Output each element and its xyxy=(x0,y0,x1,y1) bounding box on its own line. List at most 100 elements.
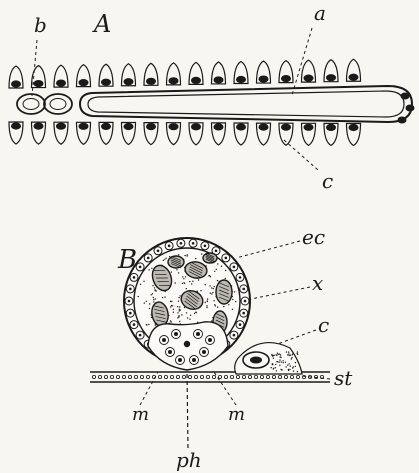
ectoderm-nucleus xyxy=(244,300,247,303)
substrate-cell xyxy=(266,375,269,378)
panel-a: A b a c xyxy=(9,1,415,193)
tube-cell-bottom xyxy=(257,123,271,145)
tube-cell-bottom-nucleus xyxy=(79,123,89,130)
substrate-cell xyxy=(248,375,251,378)
substrate-cell xyxy=(158,375,161,378)
tube-cell-bottom xyxy=(9,122,23,144)
tube-tip-nucleus xyxy=(406,105,415,112)
stipple-dot xyxy=(138,296,139,297)
stipple-dot xyxy=(234,291,235,292)
stipple-dot xyxy=(171,321,172,322)
label-x: x xyxy=(312,271,323,295)
ectoderm-nucleus xyxy=(129,288,132,291)
mound-stipple-dot xyxy=(292,353,293,354)
mound-stipple-dot xyxy=(271,354,272,355)
stipple-dot xyxy=(228,304,229,305)
tube-cell-bottom-nucleus xyxy=(101,123,111,130)
pharynx-nucleus xyxy=(178,358,182,362)
substrate-cell xyxy=(218,375,221,378)
mound-stipple-dot xyxy=(285,362,286,363)
oval-cell-b2 xyxy=(44,94,72,114)
mound-stipple-dot xyxy=(295,366,296,367)
mound-stipple-dot xyxy=(280,354,281,355)
tube-cell-bottom xyxy=(324,123,338,145)
stipple-dot xyxy=(178,254,179,255)
stipple-dot xyxy=(211,293,212,294)
substrate-cell xyxy=(98,375,101,378)
label-a: a xyxy=(314,1,326,25)
substrate-cell xyxy=(146,375,149,378)
mound-stipple-dot xyxy=(275,364,276,365)
tube-cell-top xyxy=(167,63,181,85)
tube-cell-bottom xyxy=(144,123,158,145)
tube-cell-bottom-nucleus xyxy=(349,124,359,131)
pharynx-nucleus xyxy=(196,332,200,336)
substrate-cell xyxy=(176,375,179,378)
mound-stipple-dot xyxy=(279,359,280,360)
tube-tip-nucleus xyxy=(401,93,410,100)
mound-stipple-dot xyxy=(290,365,291,366)
tube-cell-top xyxy=(324,60,338,82)
tube-cell-bottom xyxy=(32,122,46,144)
panel-a-title: A xyxy=(92,10,111,38)
stipple-dot xyxy=(180,309,181,310)
substrate-cell xyxy=(290,375,293,378)
pharynx-nucleus xyxy=(202,350,206,354)
mound-stipple-dot xyxy=(281,369,282,370)
substrate-cell xyxy=(242,375,245,378)
mound-stipple-dot xyxy=(279,353,280,354)
stipple-dot xyxy=(175,282,176,283)
mound-stipple-dot xyxy=(273,358,274,359)
leader-m-right xyxy=(214,372,236,405)
stipple-dot xyxy=(191,283,192,284)
tube-cell-bottom xyxy=(212,123,226,145)
label-b: b xyxy=(34,13,47,37)
substrate-cell xyxy=(230,375,233,378)
stipple-dot xyxy=(170,301,171,302)
stipple-dot xyxy=(183,278,184,279)
stipple-dot xyxy=(200,290,201,291)
stipple-dot xyxy=(217,307,218,308)
oval-cell-b1-inner xyxy=(23,99,39,110)
stipple-dot xyxy=(223,306,224,307)
tube-tip-nucleus xyxy=(398,117,407,124)
stipple-dot xyxy=(171,301,172,302)
tube-cell-top-nucleus xyxy=(124,78,134,85)
stipple-dot xyxy=(179,295,180,296)
tube-cell-bottom-nucleus xyxy=(124,123,134,130)
ectoderm-nucleus xyxy=(128,300,131,303)
panel-b: B ec x c st m m ph xyxy=(90,225,353,472)
tube-cell-bottom-nucleus xyxy=(56,123,66,130)
tube-cell-top-nucleus xyxy=(146,78,156,85)
mound-stipple-dot xyxy=(295,362,296,363)
tube-cell-bottom-nucleus xyxy=(34,123,44,130)
mound-stipple-dot xyxy=(289,355,290,356)
tube-cell-bottom xyxy=(77,122,91,144)
tube-cell-top-nucleus xyxy=(191,77,201,84)
stipple-dot xyxy=(214,271,215,272)
mound-stipple-dot xyxy=(276,361,277,362)
stipple-dot xyxy=(153,299,154,300)
tube-cell-bottom-nucleus xyxy=(214,123,224,130)
ectoderm-nucleus xyxy=(242,312,245,315)
stipple-dot xyxy=(186,312,187,313)
substrate-cell xyxy=(110,375,113,378)
stipple-dot xyxy=(211,287,212,288)
substrate-cell xyxy=(134,375,137,378)
substrate-cell xyxy=(182,375,185,378)
ectoderm-nucleus xyxy=(242,288,245,291)
mound-stipple-dot xyxy=(288,353,289,354)
stipple-dot xyxy=(187,317,188,318)
substrate-cell xyxy=(254,375,257,378)
leader-c-panel-a xyxy=(284,140,318,170)
mound-stipple-dot xyxy=(293,370,294,371)
stipple-dot xyxy=(164,259,165,260)
tube-cell-top-nucleus xyxy=(349,74,359,81)
stipple-dot xyxy=(232,309,233,310)
stipple-dot xyxy=(221,266,222,267)
stipple-dot xyxy=(209,285,210,286)
stipple-dot xyxy=(206,307,207,308)
substrate-cell xyxy=(206,375,209,378)
tube-cell-top-nucleus xyxy=(34,80,44,87)
tube-cell-bottom-nucleus xyxy=(304,124,314,131)
